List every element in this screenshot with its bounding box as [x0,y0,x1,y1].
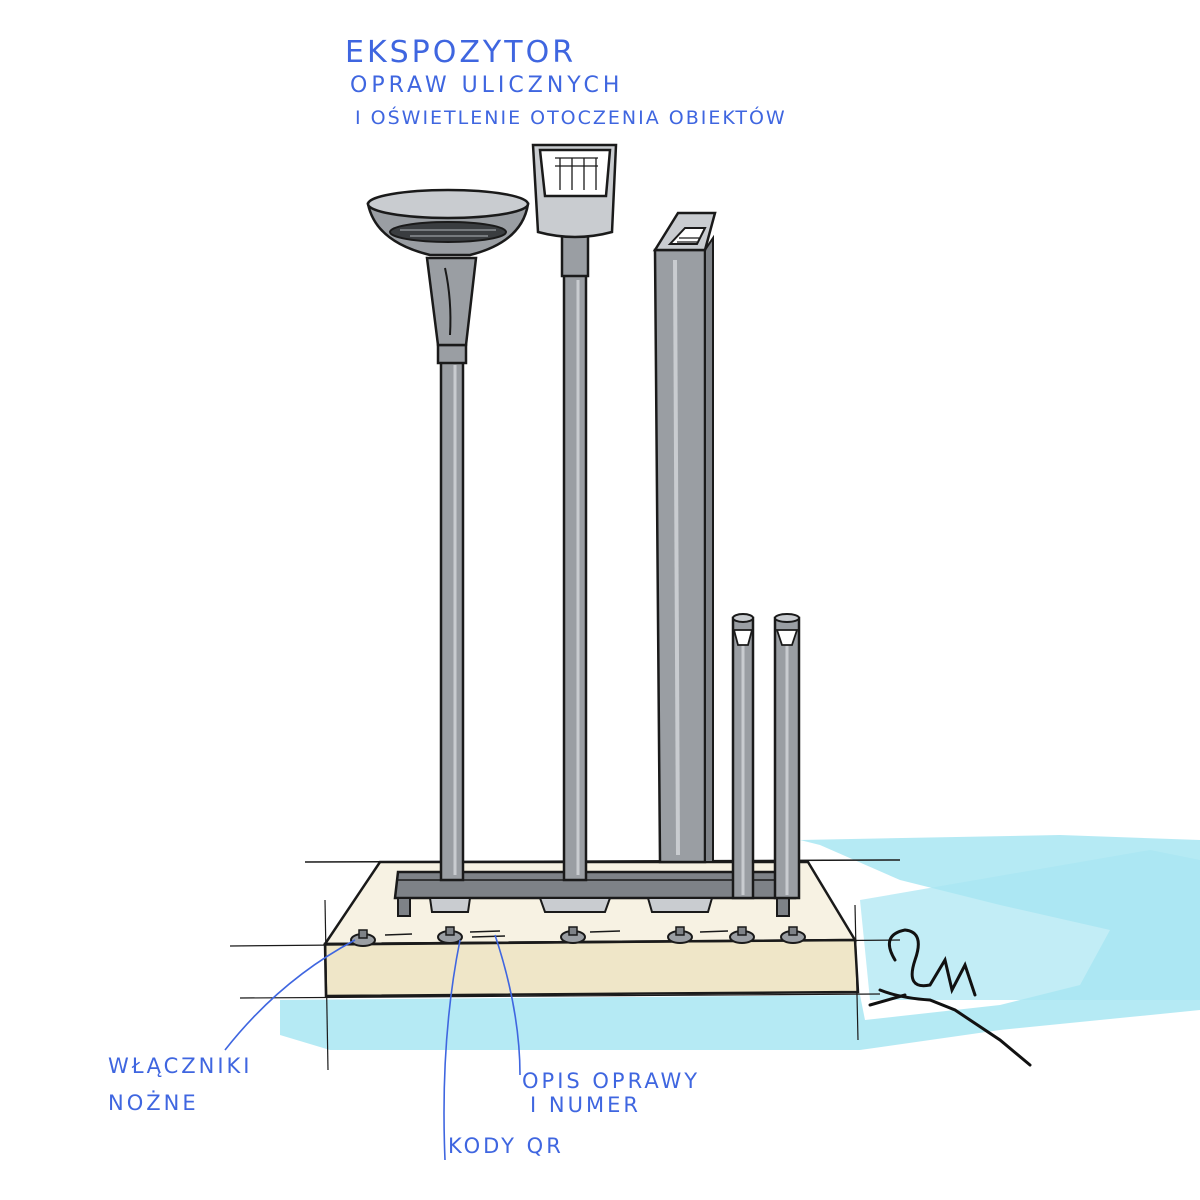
foot-switches [350,926,806,947]
bollard-left [731,613,755,900]
foot-switches-label-2: NOŻNE [108,1090,199,1115]
pole-box-luminaire [531,143,618,882]
foot-switch [560,926,586,944]
description-label-1: OPIS OPRAWY [522,1069,700,1093]
foot-switch [667,926,693,944]
bollard-right [773,613,801,900]
foot-switch [437,926,463,944]
annotation-description: OPIS OPRAWY I NUMER [522,1069,700,1117]
pole-disc-luminaire [366,188,530,882]
title-block: EKSPOZYTOR OPRAW ULICZNYCH I OŚWIETLENIE… [345,35,787,129]
mounting-rail [393,870,797,917]
title-line-2: OPRAW ULICZNYCH [350,73,623,98]
description-label-2: I NUMER [530,1093,641,1117]
pole-column-luminaire [652,211,717,864]
foot-switch [350,929,376,947]
annotation-leaders [224,934,521,1161]
annotation-foot-switches: WŁĄCZNIKI NOŻNE [108,1054,252,1115]
title-line-3: I OŚWIETLENIE OTOCZENIA OBIEKTÓW [355,105,787,129]
signature-icon [868,928,1032,1067]
foot-switch [780,926,806,944]
title-line-1: EKSPOZYTOR [345,35,576,70]
foot-switches-label-1: WŁĄCZNIKI [108,1054,252,1078]
qr-codes-label: KODY QR [448,1134,564,1158]
foot-switch [729,926,755,944]
